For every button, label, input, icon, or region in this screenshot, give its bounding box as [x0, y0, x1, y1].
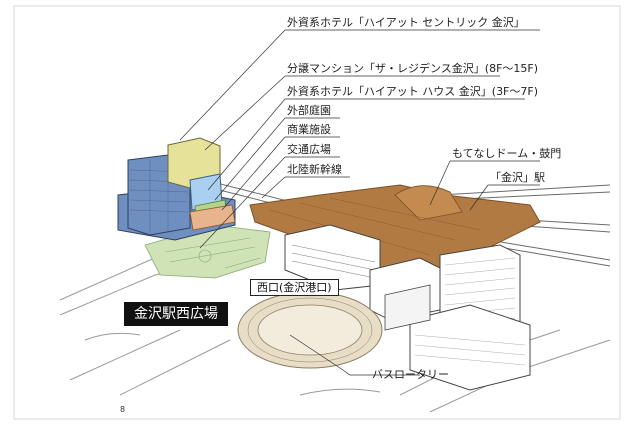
frame-border: [13, 5, 621, 420]
page-number: 8: [120, 405, 126, 414]
label-shinkansen: 北陸新幹線: [287, 163, 342, 176]
label-commercial: 商業施設: [287, 123, 331, 136]
label-west-exit: 西口(金沢港口): [250, 279, 339, 296]
label-hyatt-house: 外資系ホテル「ハイアット ハウス 金沢」(3F〜7F): [287, 85, 539, 98]
label-transport-plaza: 交通広場: [287, 143, 331, 156]
bus-rotary-lanes: [247, 297, 373, 363]
station-building-windows: [291, 244, 376, 279]
mid-building-2: [384, 284, 431, 331]
commercial-block: [189, 204, 236, 231]
label-hyatt-centric: 外資系ホテル「ハイアット セントリック 金沢」: [287, 16, 525, 29]
leader-lines: [179, 29, 540, 376]
label-bus-rotary: バスロータリー: [372, 368, 449, 381]
label-garden: 外部庭園: [287, 104, 331, 117]
label-motenashi-dome: もてなしドーム・鼓門: [452, 147, 562, 160]
motenashi-dome: [394, 185, 463, 221]
bus-rotary-inner: [257, 304, 363, 356]
lower-right-building: [409, 304, 531, 391]
plaza-details: [164, 237, 261, 269]
lower-right-windows: [414, 334, 526, 366]
label-residence: 分譲マンション「ザ・レジデンス金沢」(8F〜15F): [287, 62, 539, 75]
label-kanazawa-station: 「金沢」駅: [490, 171, 545, 184]
label-west-plaza: 金沢駅西広場: [124, 302, 228, 326]
